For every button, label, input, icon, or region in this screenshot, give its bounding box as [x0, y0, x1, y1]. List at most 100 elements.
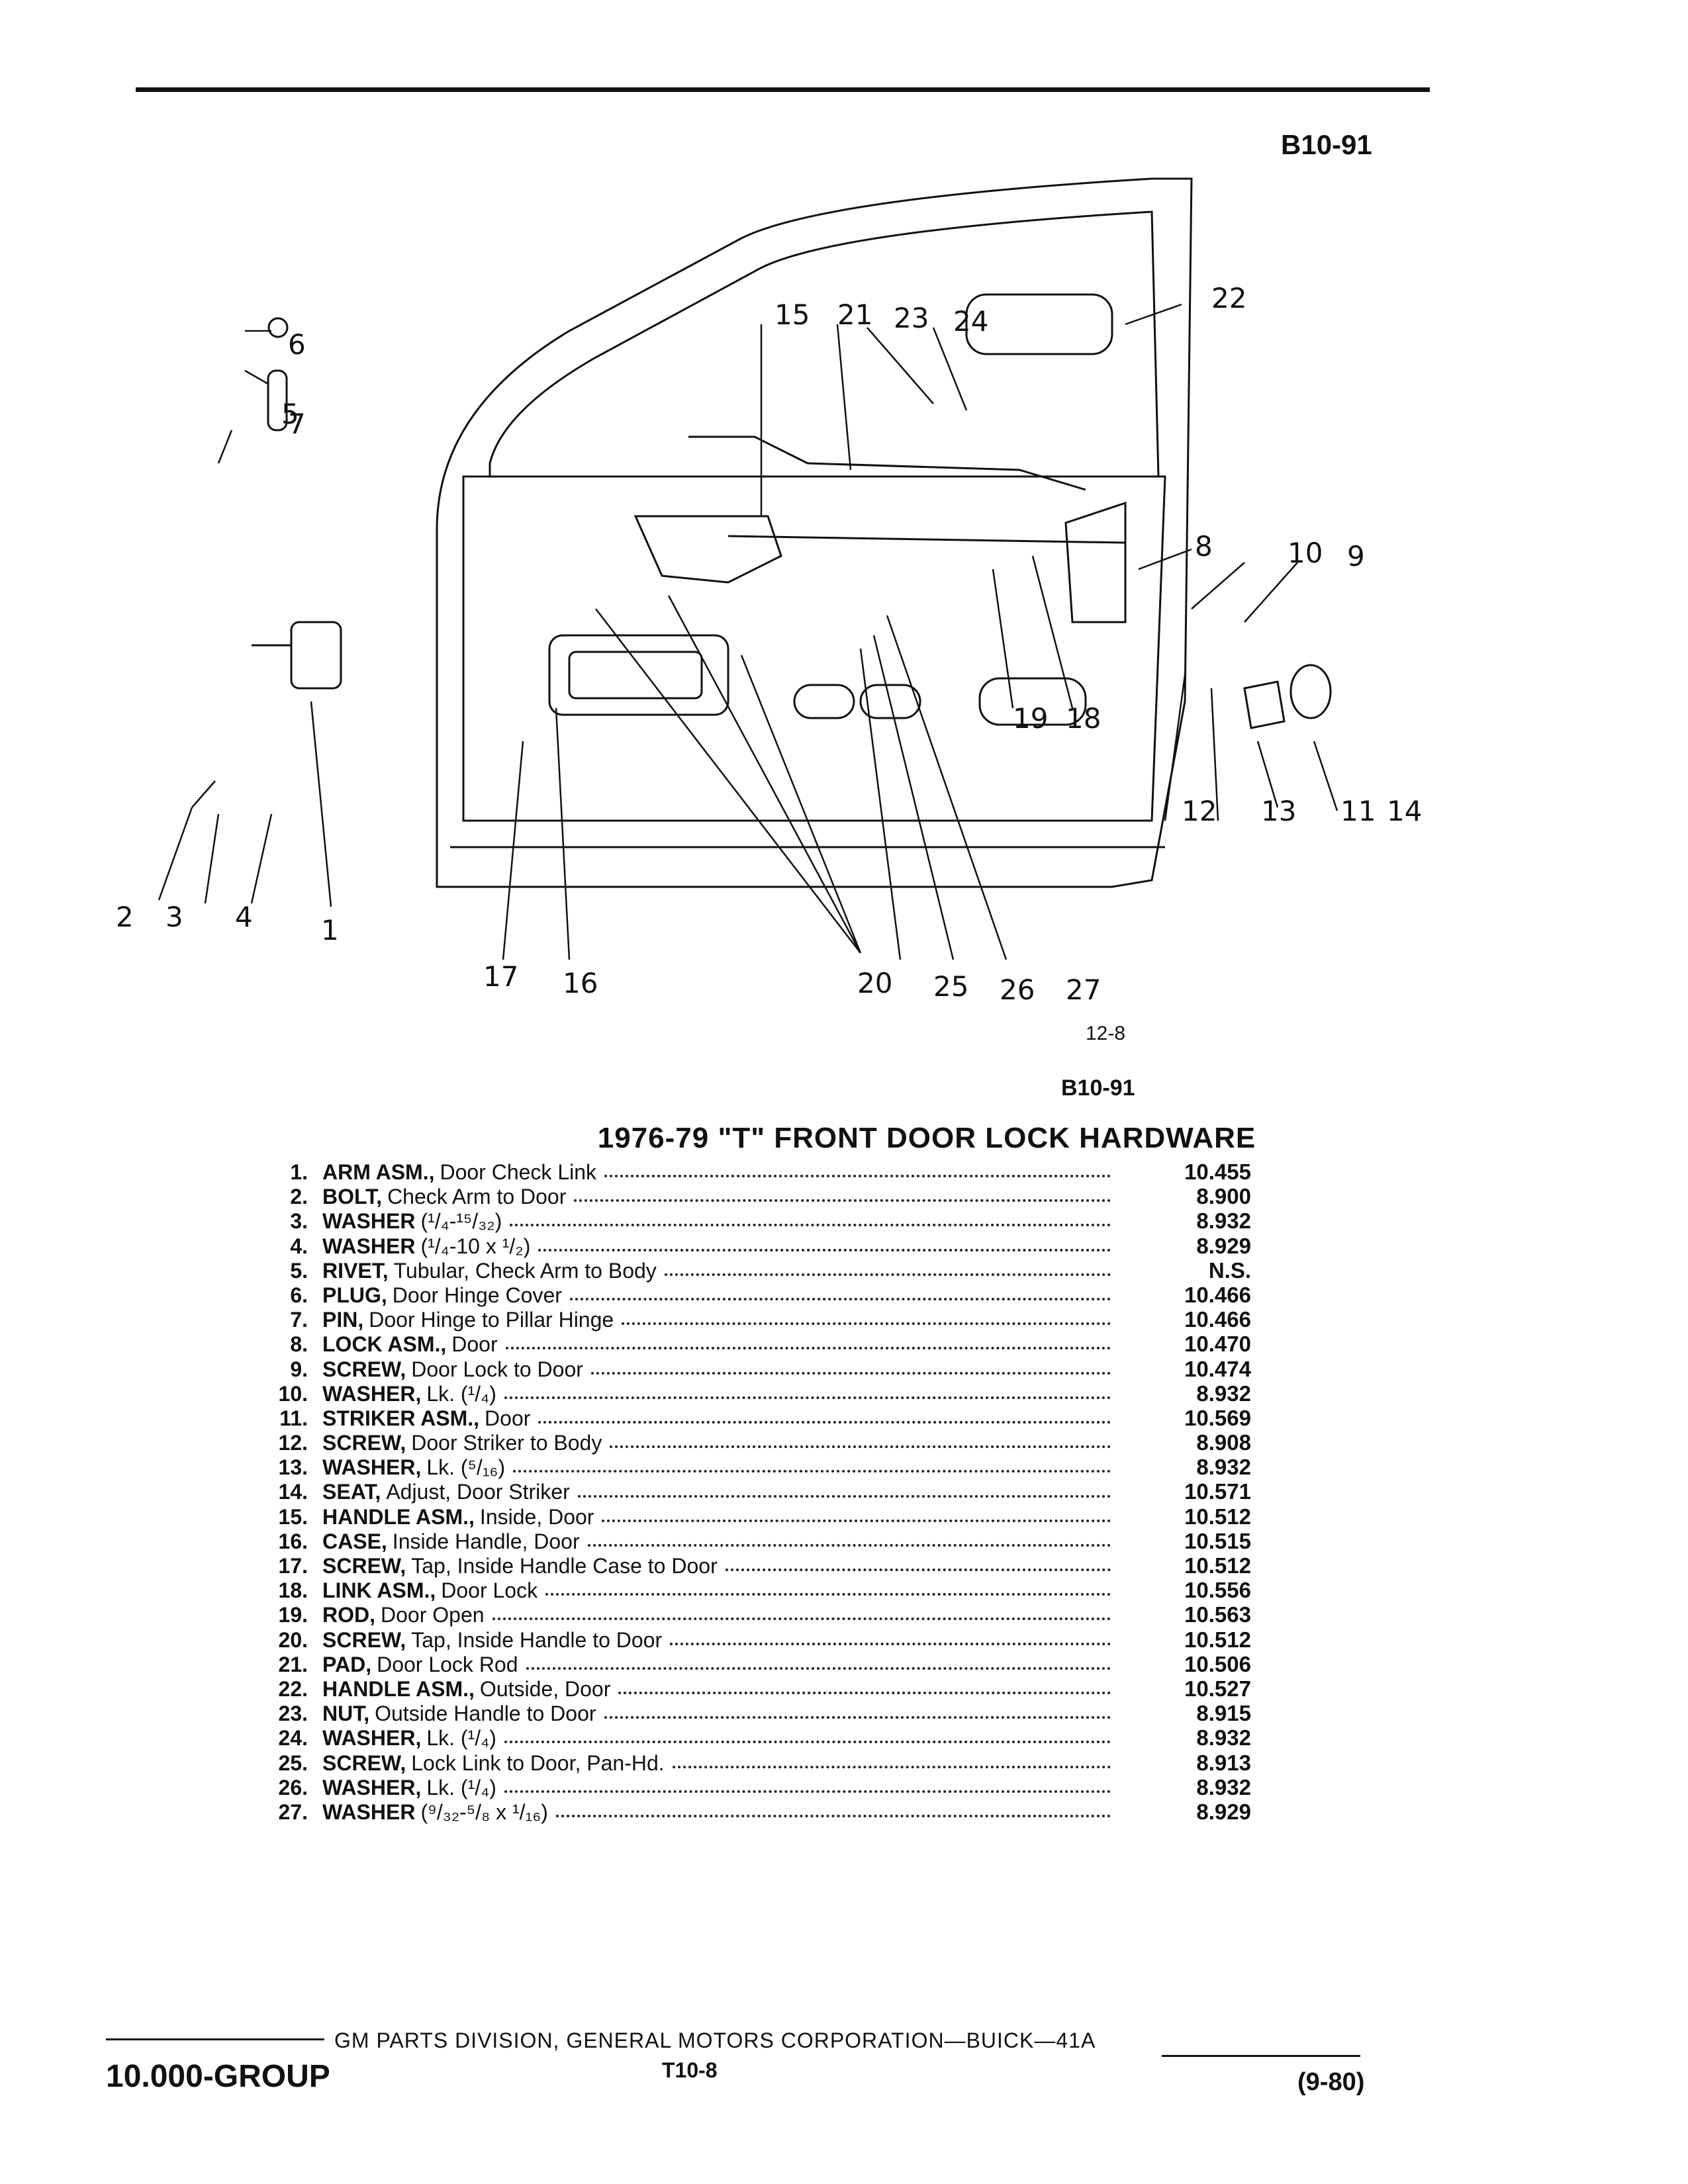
leader-dots — [670, 1642, 1111, 1645]
part-name: ARM ASM., — [322, 1160, 435, 1184]
part-description: Door Open — [381, 1603, 485, 1627]
callout-9: 9 — [1347, 540, 1365, 572]
part-name: STRIKER ASM., — [322, 1406, 480, 1430]
part-description: Lk. (¹/₄) — [426, 1726, 496, 1751]
callout-4: 4 — [235, 901, 253, 933]
callout-21: 21 — [837, 298, 872, 331]
lock-asm — [1064, 501, 1127, 623]
callout-6: 6 — [288, 328, 306, 361]
part-name: WASHER — [322, 1799, 416, 1824]
group-reference: 10.470 — [1184, 1332, 1251, 1357]
group-reference: 10.512 — [1184, 1627, 1251, 1652]
group-reference: 10.556 — [1184, 1578, 1251, 1603]
revision-date: (9-80) — [1297, 2068, 1365, 2096]
leader-dots — [604, 1174, 1111, 1178]
leader-dots — [604, 1715, 1111, 1719]
callout-14: 14 — [1387, 795, 1422, 827]
group-reference: 10.455 — [1184, 1160, 1251, 1184]
leader-dots — [526, 1666, 1111, 1670]
part-name: CASE, — [322, 1529, 387, 1553]
group-reference: 10.466 — [1184, 1307, 1251, 1332]
figure-number: 12-8 — [1086, 1023, 1126, 1044]
group-reference: N.S. — [1208, 1257, 1251, 1283]
part-name: PIN, — [322, 1308, 364, 1332]
part-number: 14. — [278, 1480, 308, 1504]
part-row: 13.WASHER,Lk. (⁵/₁₆)8.932 — [265, 1455, 1251, 1479]
callout-3: 3 — [165, 901, 183, 933]
part-number: 16. — [278, 1529, 308, 1553]
callout-27: 27 — [1066, 974, 1101, 1006]
part-row: 24.WASHER,Lk. (¹/₄)8.932 — [265, 1725, 1251, 1750]
group-reference: 8.929 — [1196, 1799, 1251, 1824]
part-description: Inside, Door — [479, 1504, 594, 1529]
part-number: 2. — [290, 1185, 308, 1209]
callout-25: 25 — [933, 970, 968, 1003]
group-reference: 8.900 — [1196, 1184, 1251, 1209]
part-name: HANDLE ASM., — [322, 1504, 475, 1529]
part-number: 19. — [278, 1603, 308, 1627]
leader-dots — [538, 1248, 1111, 1251]
part-number: 13. — [278, 1455, 308, 1480]
part-number: 7. — [290, 1308, 308, 1332]
group-reference: 8.908 — [1196, 1430, 1251, 1455]
part-name: SCREW, — [322, 1554, 406, 1578]
inside-handle-case — [548, 634, 729, 716]
part-name: LOCK ASM., — [322, 1332, 447, 1357]
part-name: WASHER, — [322, 1726, 422, 1751]
part-description: Door — [485, 1406, 531, 1430]
part-description: Door Hinge Cover — [392, 1283, 562, 1307]
leader-dots — [510, 1223, 1111, 1227]
part-row: 25.SCREW,Lock Link to Door, Pan-Hd.8.913 — [265, 1751, 1251, 1775]
leader-dots — [618, 1691, 1111, 1695]
part-number: 18. — [278, 1578, 308, 1603]
inside-handle-asm — [633, 515, 782, 584]
callout-13: 13 — [1261, 795, 1296, 827]
group-reference: 8.932 — [1196, 1455, 1251, 1480]
callout-17: 17 — [483, 960, 518, 993]
group-reference: 10.569 — [1184, 1405, 1251, 1430]
part-description: Lk. (⁵/₁₆) — [426, 1455, 506, 1480]
leader-dots — [555, 1814, 1111, 1817]
leader-dots — [505, 1346, 1111, 1350]
part-name: SCREW, — [322, 1751, 406, 1775]
leader-dots — [492, 1617, 1111, 1621]
part-name: ROD, — [322, 1603, 375, 1627]
leader-dots — [602, 1519, 1111, 1522]
lock-rod — [688, 435, 1086, 491]
part-number: 12. — [278, 1431, 308, 1455]
callout-8: 8 — [1195, 530, 1213, 563]
part-row: 26.WASHER,Lk. (¹/₄)8.932 — [265, 1775, 1251, 1799]
page-number: T10-8 — [662, 2058, 718, 2082]
group-reference: 8.932 — [1196, 1774, 1251, 1799]
part-name: SCREW, — [322, 1431, 406, 1455]
part-description: Lk. (¹/₄) — [426, 1775, 496, 1799]
part-number: 10. — [278, 1381, 308, 1406]
part-name: WASHER — [322, 1209, 416, 1234]
leader-dots — [577, 1494, 1111, 1498]
group-reference: 10.515 — [1184, 1528, 1251, 1553]
part-number: 25. — [278, 1751, 308, 1775]
leader-dots — [590, 1371, 1111, 1375]
exploded-diagram: 1 2 3 4 5 6 7 8 9 10 11 12 13 14 15 16 1… — [93, 159, 1430, 1039]
part-description: Door — [451, 1332, 498, 1357]
callout-5: 5 — [281, 398, 299, 430]
part-description: Lock Link to Door, Pan-Hd. — [411, 1751, 665, 1775]
callout-12: 12 — [1182, 795, 1217, 827]
callout-18: 18 — [1066, 702, 1101, 735]
group-reference: 8.932 — [1196, 1725, 1251, 1751]
leader-dots — [504, 1790, 1111, 1793]
part-number: 3. — [290, 1209, 308, 1234]
leader-dots — [664, 1273, 1111, 1276]
part-name: SCREW, — [322, 1357, 406, 1381]
part-number: 11. — [279, 1406, 308, 1430]
footer-rule-left — [106, 2038, 324, 2040]
